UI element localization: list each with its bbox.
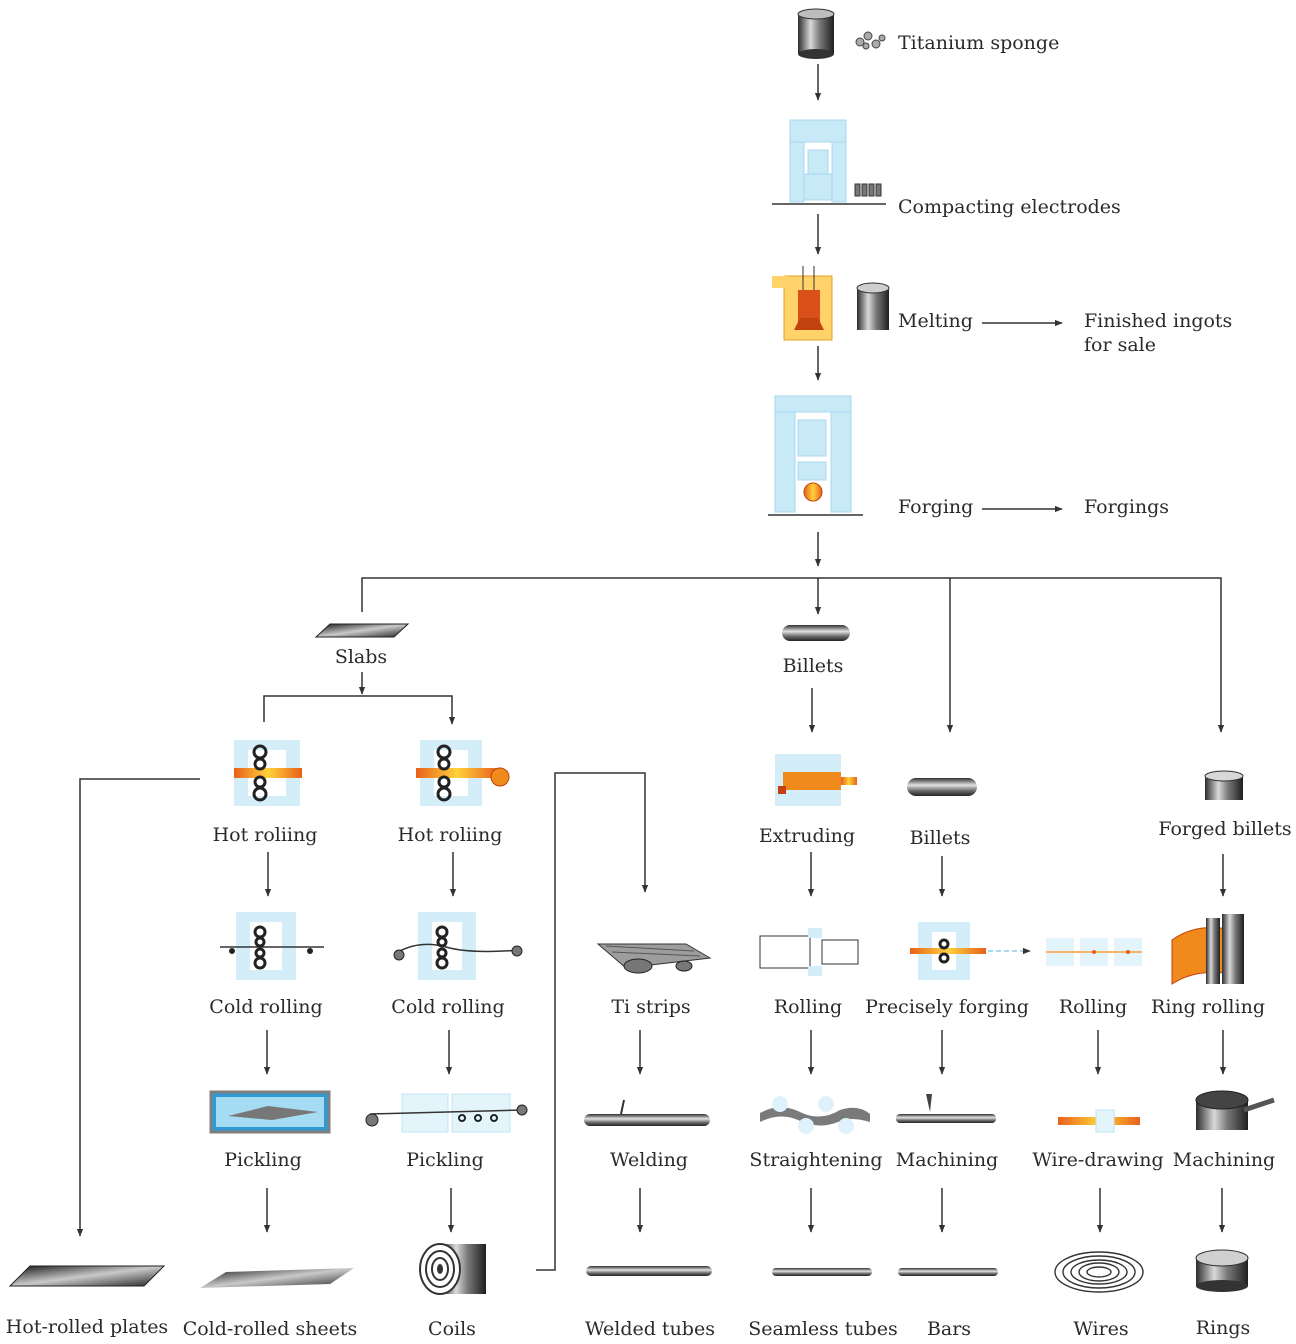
ti-strip-coil-icon <box>596 943 712 974</box>
bar-icon <box>898 1268 998 1276</box>
label-titanium-sponge: Titanium sponge <box>898 32 1060 54</box>
label-straightening: Straightening <box>749 1149 883 1171</box>
billet-icon <box>782 625 850 641</box>
hot-billet-icon <box>803 482 823 502</box>
label-finished-ingots: Finished ingots <box>1084 310 1233 332</box>
label-wires: Wires <box>1073 1318 1129 1340</box>
label-rolling-a: Rolling <box>773 996 843 1018</box>
slab-icon <box>314 623 410 638</box>
label-hot-rolling-a: Hot roliing <box>212 824 318 846</box>
hot-rolling-mill-a-icon <box>234 740 302 806</box>
label-hot-rolling-b: Hot roliing <box>397 824 503 846</box>
label-hot-rolled-plates: Hot-rolled plates <box>5 1316 169 1338</box>
billet-side-icon <box>907 778 977 796</box>
label-pickling-b: Pickling <box>406 1149 484 1171</box>
coil-icon <box>419 1243 486 1295</box>
label-forging: Forging <box>898 496 974 518</box>
label-welding: Welding <box>610 1149 688 1171</box>
hot-rolled-plate-icon <box>8 1265 166 1287</box>
sponge-pieces-icon <box>855 31 886 50</box>
pickling-tank-icon <box>209 1090 331 1134</box>
welding-tube-icon <box>584 1099 710 1126</box>
label-seamless-tubes: Seamless tubes <box>748 1318 898 1340</box>
label-cold-rolling-b: Cold rolling <box>391 996 505 1018</box>
precision-forge-icon <box>910 922 986 980</box>
label-rings: Rings <box>1195 1317 1251 1339</box>
press-icon <box>789 119 847 203</box>
ingot-icon <box>856 282 890 330</box>
label-pickling-a: Pickling <box>224 1149 302 1171</box>
seamless-tube-icon <box>772 1268 872 1276</box>
label-compacting-electrodes: Compacting electrodes <box>898 196 1121 218</box>
label-welded-tubes: Welded tubes <box>585 1318 715 1340</box>
sponge-drum-icon <box>797 8 835 59</box>
electrodes-icon <box>854 183 882 197</box>
extruder-icon <box>775 754 857 806</box>
label-billets-side: Billets <box>909 827 971 849</box>
pickling-line-icon <box>365 1093 528 1133</box>
tube-rolling-icon <box>759 928 859 976</box>
forge-press-icon <box>774 395 852 513</box>
label-forgings: Forgings <box>1084 496 1170 518</box>
label-ring-rolling: Ring rolling <box>1151 996 1265 1018</box>
straightening-icon <box>760 1096 870 1134</box>
label-forged-billets: Forged billets <box>1158 818 1292 840</box>
label-bars: Bars <box>926 1318 972 1340</box>
label-rolling-b: Rolling <box>1058 996 1128 1018</box>
label-for-sale: for sale <box>1084 334 1156 356</box>
label-slabs: Slabs <box>334 646 388 668</box>
label-cold-rolling-a: Cold rolling <box>209 996 323 1018</box>
label-wire-drawing: Wire-drawing <box>1032 1149 1164 1171</box>
welded-tube-icon <box>586 1266 712 1276</box>
cold-rolled-sheet-icon <box>200 1268 354 1288</box>
label-coils: Coils <box>428 1318 476 1340</box>
cold-rolling-mill-b-icon <box>393 912 523 980</box>
label-machining-a: Machining <box>895 1149 999 1171</box>
label-precisely-forging: Precisely forging <box>865 996 1029 1018</box>
label-billets-main: Billets <box>782 655 844 677</box>
hot-rolling-mill-b-icon <box>416 740 510 806</box>
furnace-icon <box>772 266 833 341</box>
continuous-rolling-icon <box>1046 938 1142 966</box>
wire-drawing-icon <box>1058 1109 1140 1133</box>
ring-rolling-icon <box>1171 914 1244 985</box>
machining-bar-icon <box>896 1094 996 1123</box>
ring-icon <box>1195 1249 1249 1292</box>
label-machining-b: Machining <box>1172 1149 1276 1171</box>
label-cold-rolled-sheets: Cold-rolled sheets <box>182 1318 358 1340</box>
spiral-wire-icon <box>1054 1251 1144 1293</box>
cold-rolling-mill-a-icon <box>220 912 324 980</box>
flow-arrows <box>76 64 1227 1271</box>
label-melting: Melting <box>898 310 973 332</box>
label-extruding: Extruding <box>758 825 856 847</box>
ring-machining-icon <box>1195 1090 1275 1130</box>
forged-billet-icon <box>1204 770 1244 800</box>
label-ti-strips: Ti strips <box>611 996 691 1018</box>
